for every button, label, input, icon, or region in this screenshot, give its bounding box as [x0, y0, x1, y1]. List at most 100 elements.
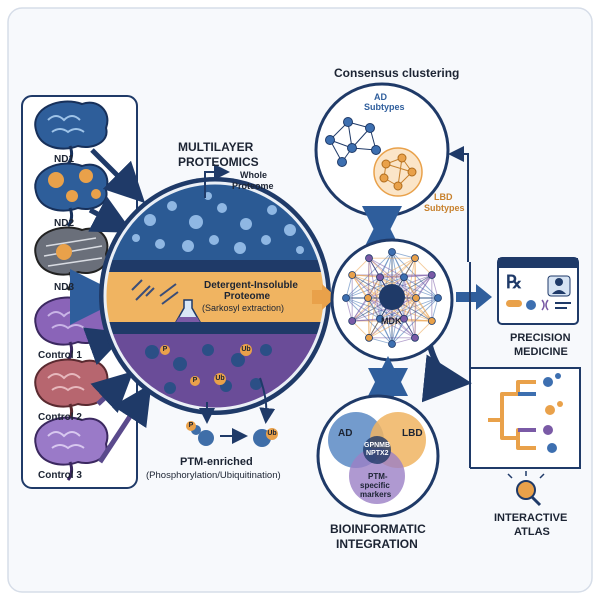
- network-edge: [391, 251, 405, 319]
- phospho-badge-2: P: [190, 376, 200, 386]
- ubiq-badge-1: Ub: [240, 344, 252, 356]
- network-edge: [414, 320, 433, 339]
- atlas-title-line1: INTERACTIVE: [494, 512, 568, 524]
- network-node: [348, 317, 357, 325]
- sample-input-arrows: [70, 148, 152, 464]
- venn-ptm: [349, 448, 405, 504]
- network-edge: [403, 276, 439, 299]
- network-edge: [391, 277, 405, 345]
- whole-proteome-arrow: [204, 164, 230, 198]
- network-edge: [368, 297, 417, 339]
- network-edge: [379, 277, 393, 345]
- network-node: [400, 273, 408, 282]
- network-edge: [368, 318, 405, 339]
- network-edge: [352, 297, 417, 322]
- network-edge: [403, 277, 416, 338]
- proteomics-title-line1: MULTILAYER: [178, 140, 254, 154]
- proteomics-oval: [99, 177, 331, 415]
- integration-title-line1: BIOINFORMATIC: [330, 522, 426, 536]
- network-node: [427, 317, 436, 325]
- venn-center: [363, 436, 391, 464]
- network-edge: [351, 274, 405, 320]
- mdk-hub-label: MDK: [381, 316, 402, 326]
- whole-proteome-proteins: [132, 192, 304, 254]
- precision-medicine-line1: PRECISION: [510, 332, 571, 344]
- rx-symbol: ℞: [506, 272, 523, 292]
- lbd-subtypes-line1: LBD: [434, 192, 453, 202]
- venn-ptm-line1: PTM-: [368, 472, 388, 481]
- network-edge: [431, 297, 439, 322]
- brain-control2-icon: [34, 358, 109, 423]
- ptm-proteins: [145, 344, 272, 394]
- network-node: [411, 254, 419, 263]
- ptm-enriched-icons: [191, 425, 271, 447]
- sample-label-nd1: ND1: [54, 154, 75, 165]
- insoluble-fibrils: [131, 279, 179, 305]
- ptm-ubiq-badge: Ub: [266, 428, 278, 440]
- network-nodes: [342, 248, 442, 348]
- network-edge: [368, 257, 405, 278]
- network-node: [400, 314, 408, 323]
- sample-label-nd3: ND3: [54, 282, 75, 293]
- network-edge: [345, 297, 381, 320]
- network-edge: [367, 276, 381, 299]
- integration-title-line2: INTEGRATION: [336, 537, 418, 551]
- network-edge: [379, 251, 393, 278]
- brain-control3-icon: [34, 416, 109, 481]
- network-edge: [379, 318, 416, 339]
- ubiq-badge-2: Ub: [214, 373, 226, 385]
- network-node: [388, 340, 396, 348]
- venn-center-line1: GPNMB: [364, 442, 391, 449]
- ptm-phospho-badge: P: [186, 421, 196, 431]
- network-edge: [367, 297, 381, 320]
- network-node: [365, 333, 373, 342]
- network-node: [411, 333, 419, 342]
- network-to-atlas-arrow: [421, 345, 472, 403]
- network-edge: [345, 297, 405, 320]
- network-edge: [379, 251, 393, 319]
- network-edge: [431, 274, 439, 299]
- network-edge: [368, 257, 417, 299]
- ptm-enriched-label: PTM-enriched: [180, 456, 253, 468]
- network-edge: [403, 274, 432, 278]
- network-node: [348, 271, 357, 279]
- network-edge: [368, 277, 381, 338]
- network-node: [427, 271, 436, 279]
- network-to-medicine-arrow: [456, 284, 492, 310]
- network-edge: [368, 258, 381, 319]
- network-edge: [352, 318, 381, 322]
- sample-label-control2: Control 2: [38, 412, 82, 423]
- lbd-subtypes-line2: Subtypes: [424, 203, 465, 213]
- feedback-arrow: [448, 146, 469, 262]
- network-node: [365, 254, 373, 263]
- mdk-hub-node: [379, 284, 405, 310]
- network-edge: [351, 320, 370, 339]
- sample-label-control3: Control 3: [38, 470, 82, 481]
- network-edge: [367, 257, 416, 299]
- network-edge: [403, 258, 416, 319]
- brain-nd1-icon: [34, 100, 109, 165]
- flask-icon: [174, 299, 202, 323]
- ptm-enriched-sublabel: (Phosphorylation/Ubiquitination): [146, 470, 281, 481]
- network-edge: [391, 318, 405, 345]
- network-edge: [351, 274, 369, 299]
- atlas-title-line2: ATLAS: [514, 526, 550, 538]
- network-node: [412, 294, 420, 302]
- ptm-arrow-right: [259, 377, 276, 424]
- precision-medicine-panel: [497, 257, 579, 325]
- network-edge: [414, 257, 433, 276]
- venn-ptm-line3: markers: [360, 490, 392, 499]
- network-edge: [391, 251, 416, 259]
- network-node: [376, 314, 384, 323]
- insoluble-label-line3: (Sarkosyl extraction): [202, 303, 285, 313]
- network-node: [376, 273, 384, 282]
- ad-subtypes-line1: AD: [374, 92, 387, 102]
- venn-ptm-line2: specific: [360, 481, 390, 490]
- proteomics-title-line2: PROTEOMICS: [178, 155, 259, 169]
- sample-label-nd2: ND2: [54, 218, 75, 229]
- network-node: [364, 294, 372, 302]
- sample-label-control1: Control 1: [38, 350, 82, 361]
- network-edge: [351, 257, 370, 276]
- network-node: [434, 294, 442, 302]
